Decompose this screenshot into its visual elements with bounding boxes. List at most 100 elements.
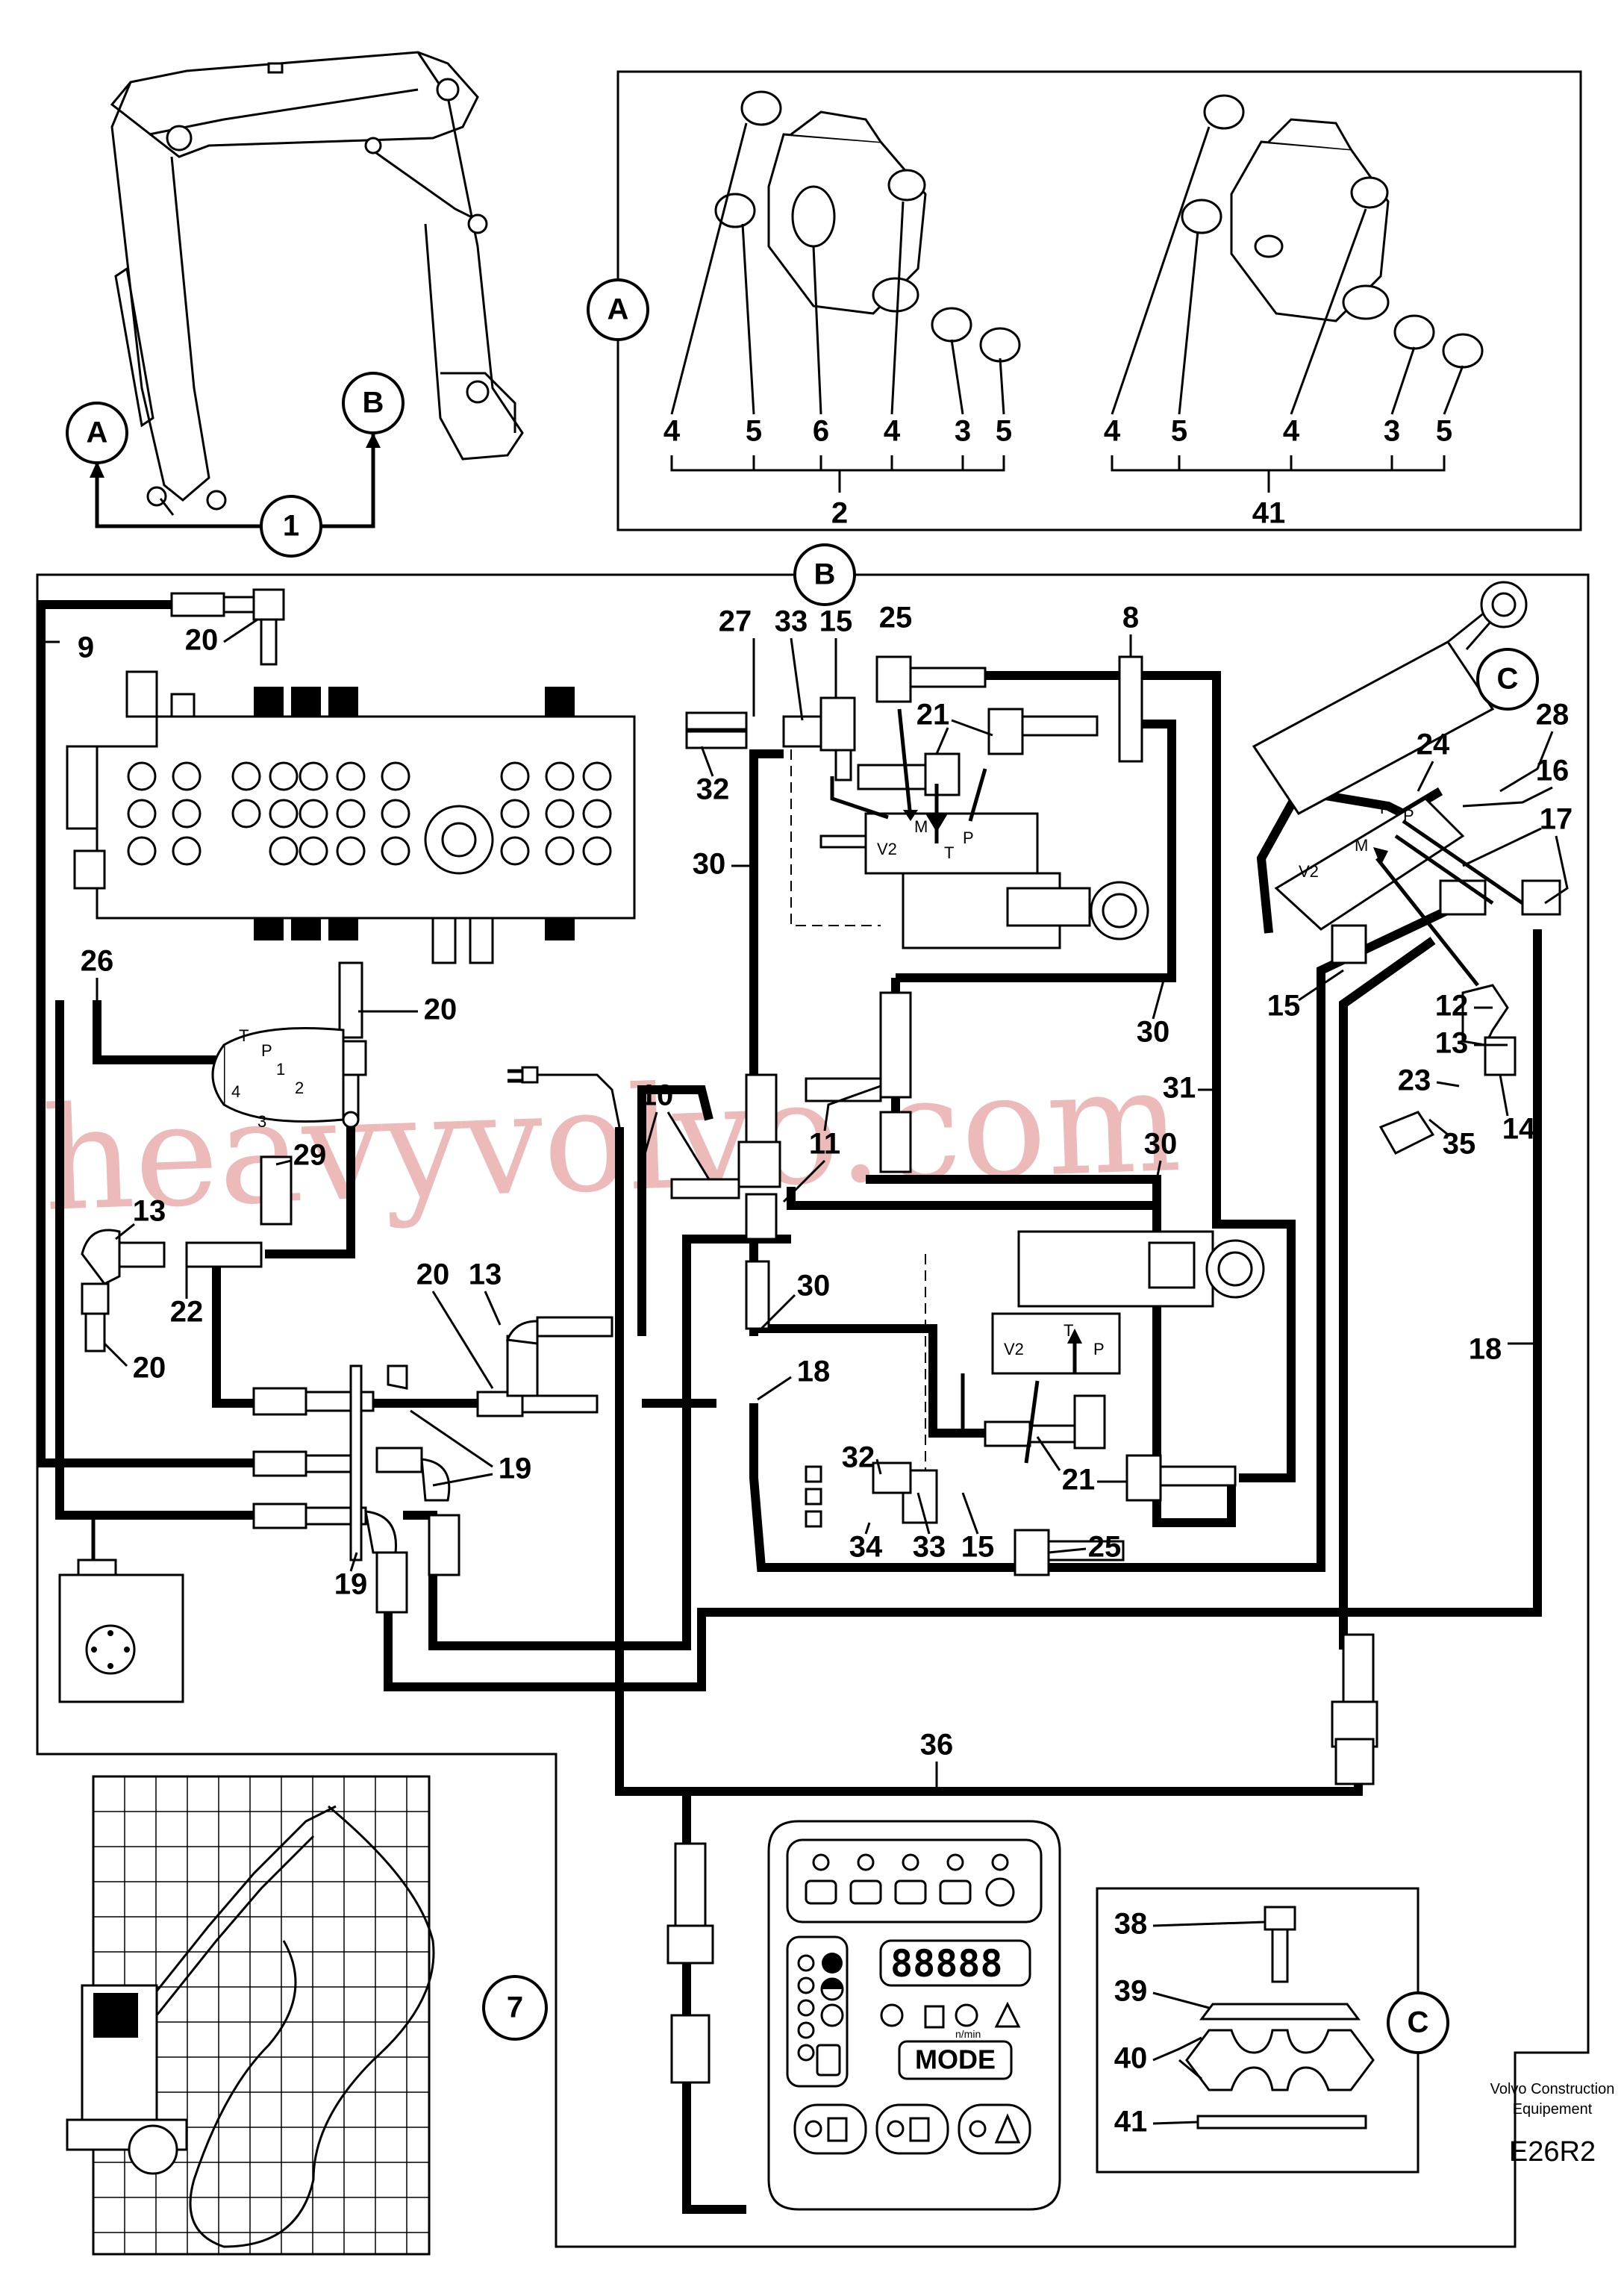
svg-text:4: 4 xyxy=(231,1082,240,1101)
svg-text:30: 30 xyxy=(1144,1128,1178,1161)
svg-text:P: P xyxy=(1403,806,1414,825)
svg-text:V2: V2 xyxy=(1004,1340,1024,1358)
bushing-set-2-numbers: 4 5 4 3 5 41 xyxy=(1104,415,1452,530)
svg-text:23: 23 xyxy=(1398,1064,1431,1097)
svg-text:2: 2 xyxy=(295,1079,304,1097)
svg-text:22: 22 xyxy=(170,1296,204,1329)
svg-text:14: 14 xyxy=(1502,1113,1536,1146)
bushing-set-1-total: 2 xyxy=(831,497,848,530)
svg-text:A: A xyxy=(87,416,108,449)
svg-text:30: 30 xyxy=(1137,1016,1170,1049)
svg-text:M: M xyxy=(1355,836,1368,855)
right-cylinder-valve: V2 M T P xyxy=(1252,581,1528,987)
svg-text:15: 15 xyxy=(819,605,853,638)
working-range-diagram xyxy=(66,1775,435,2256)
svg-text:36: 36 xyxy=(920,1729,954,1762)
callout-b-box: B xyxy=(793,543,856,606)
svg-text:T: T xyxy=(944,843,954,862)
svg-text:21: 21 xyxy=(916,699,950,731)
svg-text:33: 33 xyxy=(913,1531,946,1564)
svg-text:9: 9 xyxy=(78,631,94,664)
svg-text:7: 7 xyxy=(507,1991,523,2024)
svg-text:P: P xyxy=(963,829,974,847)
main-frame xyxy=(36,573,1590,2248)
svg-text:30: 30 xyxy=(797,1270,831,1302)
tank xyxy=(58,1515,184,1703)
svg-text:5: 5 xyxy=(1171,415,1187,448)
svg-text:33: 33 xyxy=(775,605,808,638)
mode-label: MODE xyxy=(915,2044,996,2075)
svg-text:C: C xyxy=(1497,663,1519,696)
bushing-set-1-drawing xyxy=(670,90,1021,415)
svg-text:15: 15 xyxy=(961,1531,995,1564)
svg-text:20: 20 xyxy=(185,624,219,657)
callout-a-box: A xyxy=(587,278,649,341)
svg-text:20: 20 xyxy=(424,993,457,1026)
svg-text:C: C xyxy=(1408,2006,1429,2039)
electrical-plug xyxy=(508,1066,539,1084)
upper-valve-assembly: V2 M T P xyxy=(819,708,1149,949)
svg-text:P: P xyxy=(1093,1340,1105,1358)
bushing-set-1-numbers: 4 5 6 4 3 5 2 xyxy=(663,415,1012,530)
clamp-detail: 38 39 40 41 xyxy=(1096,1887,1420,2174)
svg-text:P: P xyxy=(261,1041,272,1060)
svg-text:5: 5 xyxy=(1436,415,1452,448)
svg-text:Volvo Construction: Volvo Construction xyxy=(1490,2081,1615,2097)
fittings xyxy=(81,588,1561,1785)
svg-text:13: 13 xyxy=(133,1195,166,1228)
svg-text:T: T xyxy=(1377,799,1387,817)
svg-text:38: 38 xyxy=(1114,1908,1148,1941)
svg-text:Equipement: Equipement xyxy=(1513,2101,1593,2118)
lower-valve-assembly: V2 T P xyxy=(961,1230,1265,1464)
swivel-joint: P T 1 2 3 4 xyxy=(211,1026,345,1131)
svg-text:28: 28 xyxy=(1536,699,1570,731)
instrument-panel: 88888 n/min MODE xyxy=(767,1820,1061,2211)
svg-text:M: M xyxy=(914,817,928,836)
svg-text:4: 4 xyxy=(1104,415,1121,448)
callout-c-lower: C xyxy=(1387,1991,1449,2054)
svg-text:16: 16 xyxy=(1536,755,1570,787)
svg-text:B: B xyxy=(814,558,836,591)
svg-text:8: 8 xyxy=(1122,602,1139,634)
svg-text:41: 41 xyxy=(1114,2106,1148,2138)
svg-text:29: 29 xyxy=(293,1139,327,1172)
svg-text:18: 18 xyxy=(1469,1333,1502,1366)
drawing-code: E26R2 xyxy=(1509,2136,1596,2168)
svg-text:19: 19 xyxy=(499,1453,532,1485)
svg-text:5: 5 xyxy=(996,415,1012,448)
svg-text:4: 4 xyxy=(884,415,901,448)
callout-b-top: B xyxy=(342,372,405,434)
svg-text:34: 34 xyxy=(849,1531,883,1564)
svg-text:31: 31 xyxy=(1163,1072,1196,1105)
svg-text:T: T xyxy=(1064,1321,1073,1340)
svg-text:17: 17 xyxy=(1540,803,1573,836)
svg-text:11: 11 xyxy=(809,1128,840,1161)
svg-text:B: B xyxy=(363,387,384,419)
watermark: heavyvolvo.com xyxy=(40,1038,1184,1243)
svg-text:1: 1 xyxy=(283,510,299,543)
bushing-set-2-drawing xyxy=(1111,94,1484,415)
svg-text:3: 3 xyxy=(1384,415,1400,448)
callout-seven: 7 xyxy=(482,1975,548,2041)
svg-text:4: 4 xyxy=(1283,415,1300,448)
svg-text:5: 5 xyxy=(746,415,762,448)
panel-connector xyxy=(666,1842,714,2209)
svg-text:A: A xyxy=(608,293,629,326)
svg-text:32: 32 xyxy=(696,773,730,806)
svg-text:35: 35 xyxy=(1443,1128,1476,1161)
hose-labels: 9 20 27 33 15 25 8 32 21 28 24 16 17 30 … xyxy=(45,602,1573,1791)
svg-text:V2: V2 xyxy=(1299,862,1319,881)
svg-text:12: 12 xyxy=(1435,990,1469,1023)
pilot-lines xyxy=(790,717,926,1493)
svg-text:1: 1 xyxy=(276,1060,285,1079)
svg-text:39: 39 xyxy=(1114,1975,1148,2008)
callout-c-upper: C xyxy=(1476,648,1539,711)
control-valve-block xyxy=(66,670,636,964)
svg-text:10: 10 xyxy=(640,1079,674,1112)
svg-text:30: 30 xyxy=(693,848,726,881)
svg-text:6: 6 xyxy=(813,415,829,448)
svg-text:25: 25 xyxy=(879,602,913,634)
svg-text:25: 25 xyxy=(1088,1531,1122,1564)
svg-text:32: 32 xyxy=(842,1441,875,1474)
